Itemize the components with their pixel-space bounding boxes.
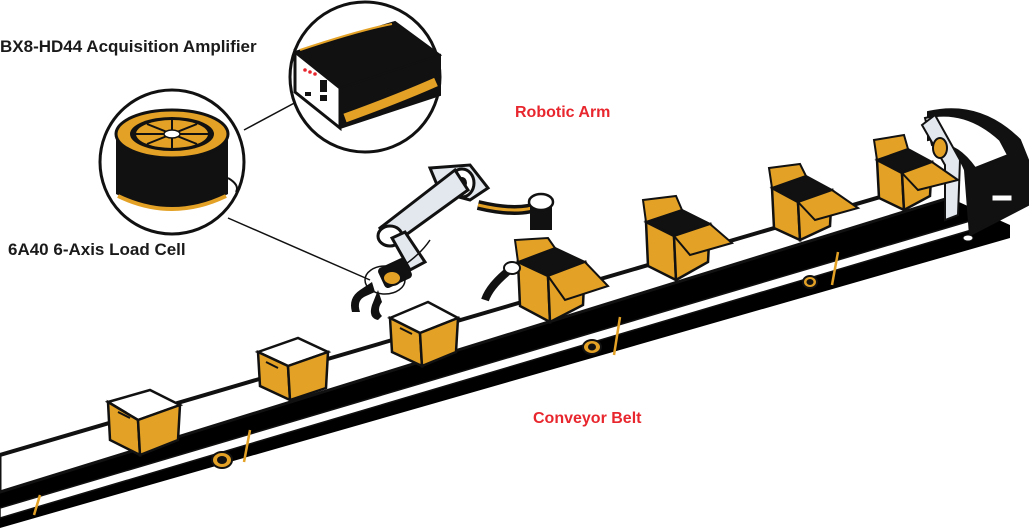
box-icon (387, 300, 461, 369)
box-icon (872, 133, 961, 213)
amplifier-icon (288, 0, 443, 154)
robotic-arm-icon (351, 163, 555, 320)
box-icon (104, 388, 184, 458)
callout-target (364, 265, 406, 295)
box-icon (767, 162, 861, 243)
amplifier-label: BX8-HD44 Acquisition Amplifier (0, 37, 257, 56)
robotic-arm-label: Robotic Arm (515, 104, 611, 121)
conveyor-belt-label: Conveyor Belt (533, 410, 642, 427)
load-cell-label: 6A40 6-Axis Load Cell (8, 240, 186, 259)
load-cell-icon (98, 88, 246, 236)
box-icon (254, 336, 332, 403)
belt-marks (32, 251, 840, 516)
box-icon (513, 236, 610, 325)
callout-line (243, 99, 301, 131)
belt-rollers (211, 275, 818, 469)
box-icon (641, 194, 735, 283)
conveyor-end-unit (920, 108, 1029, 242)
callout-line (227, 217, 371, 281)
